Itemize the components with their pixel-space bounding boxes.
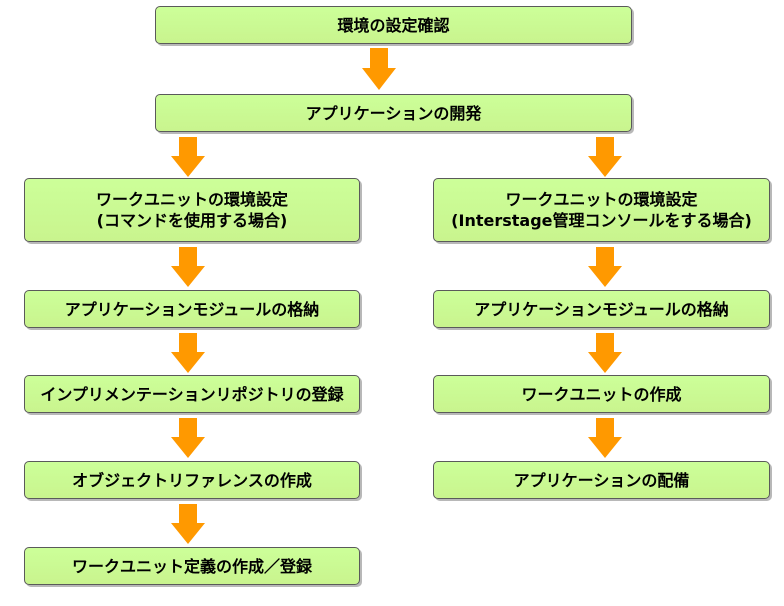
create-object-ref-label: オブジェクトリファレンスの作成 xyxy=(72,470,312,490)
create-object-ref-box: オブジェクトリファレンスの作成 xyxy=(24,461,360,499)
down-arrow-icon xyxy=(171,333,205,373)
create-register-workunit-def-label: ワークユニット定義の作成／登録 xyxy=(71,556,312,576)
left-workunit-env-line1: ワークユニットの環境設定 xyxy=(95,190,288,209)
down-arrow-icon xyxy=(588,333,622,373)
left-store-module-label: アプリケーションモジュールの格納 xyxy=(64,299,320,319)
left-workunit-env-line2: (コマンドを使用する場合) xyxy=(96,211,288,230)
down-arrow-icon xyxy=(171,504,205,544)
app-dev-box: アプリケーションの開発 xyxy=(155,94,632,132)
register-impl-repo-label: インプリメンテーションリポジトリの登録 xyxy=(40,384,344,404)
right-store-module-label: アプリケーションモジュールの格納 xyxy=(474,299,729,319)
down-arrow-icon xyxy=(171,418,205,458)
deploy-app-label: アプリケーションの配備 xyxy=(513,470,690,490)
left-workunit-env-box: ワークユニットの環境設定 (コマンドを使用する場合) xyxy=(24,178,360,242)
down-arrow-icon xyxy=(588,418,622,458)
right-workunit-env-line2: (Interstage管理コンソールをする場合) xyxy=(451,211,752,230)
left-store-module-box: アプリケーションモジュールの格納 xyxy=(24,290,360,328)
right-workunit-env-box: ワークユニットの環境設定 (Interstage管理コンソールをする場合) xyxy=(433,178,770,242)
env-check-label: 環境の設定確認 xyxy=(337,15,450,35)
down-arrow-icon xyxy=(362,48,396,90)
register-impl-repo-box: インプリメンテーションリポジトリの登録 xyxy=(24,375,360,413)
create-register-workunit-def-box: ワークユニット定義の作成／登録 xyxy=(24,547,360,585)
down-arrow-icon xyxy=(171,247,205,287)
down-arrow-icon xyxy=(588,137,622,177)
right-workunit-env-line1: ワークユニットの環境設定 xyxy=(505,190,698,209)
deploy-app-box: アプリケーションの配備 xyxy=(433,461,770,499)
app-dev-label: アプリケーションの開発 xyxy=(305,103,482,123)
create-workunit-box: ワークユニットの作成 xyxy=(433,375,770,413)
create-workunit-label: ワークユニットの作成 xyxy=(521,384,682,404)
right-store-module-box: アプリケーションモジュールの格納 xyxy=(433,290,770,328)
down-arrow-icon xyxy=(171,137,205,177)
env-check-box: 環境の設定確認 xyxy=(155,6,632,44)
down-arrow-icon xyxy=(588,247,622,287)
